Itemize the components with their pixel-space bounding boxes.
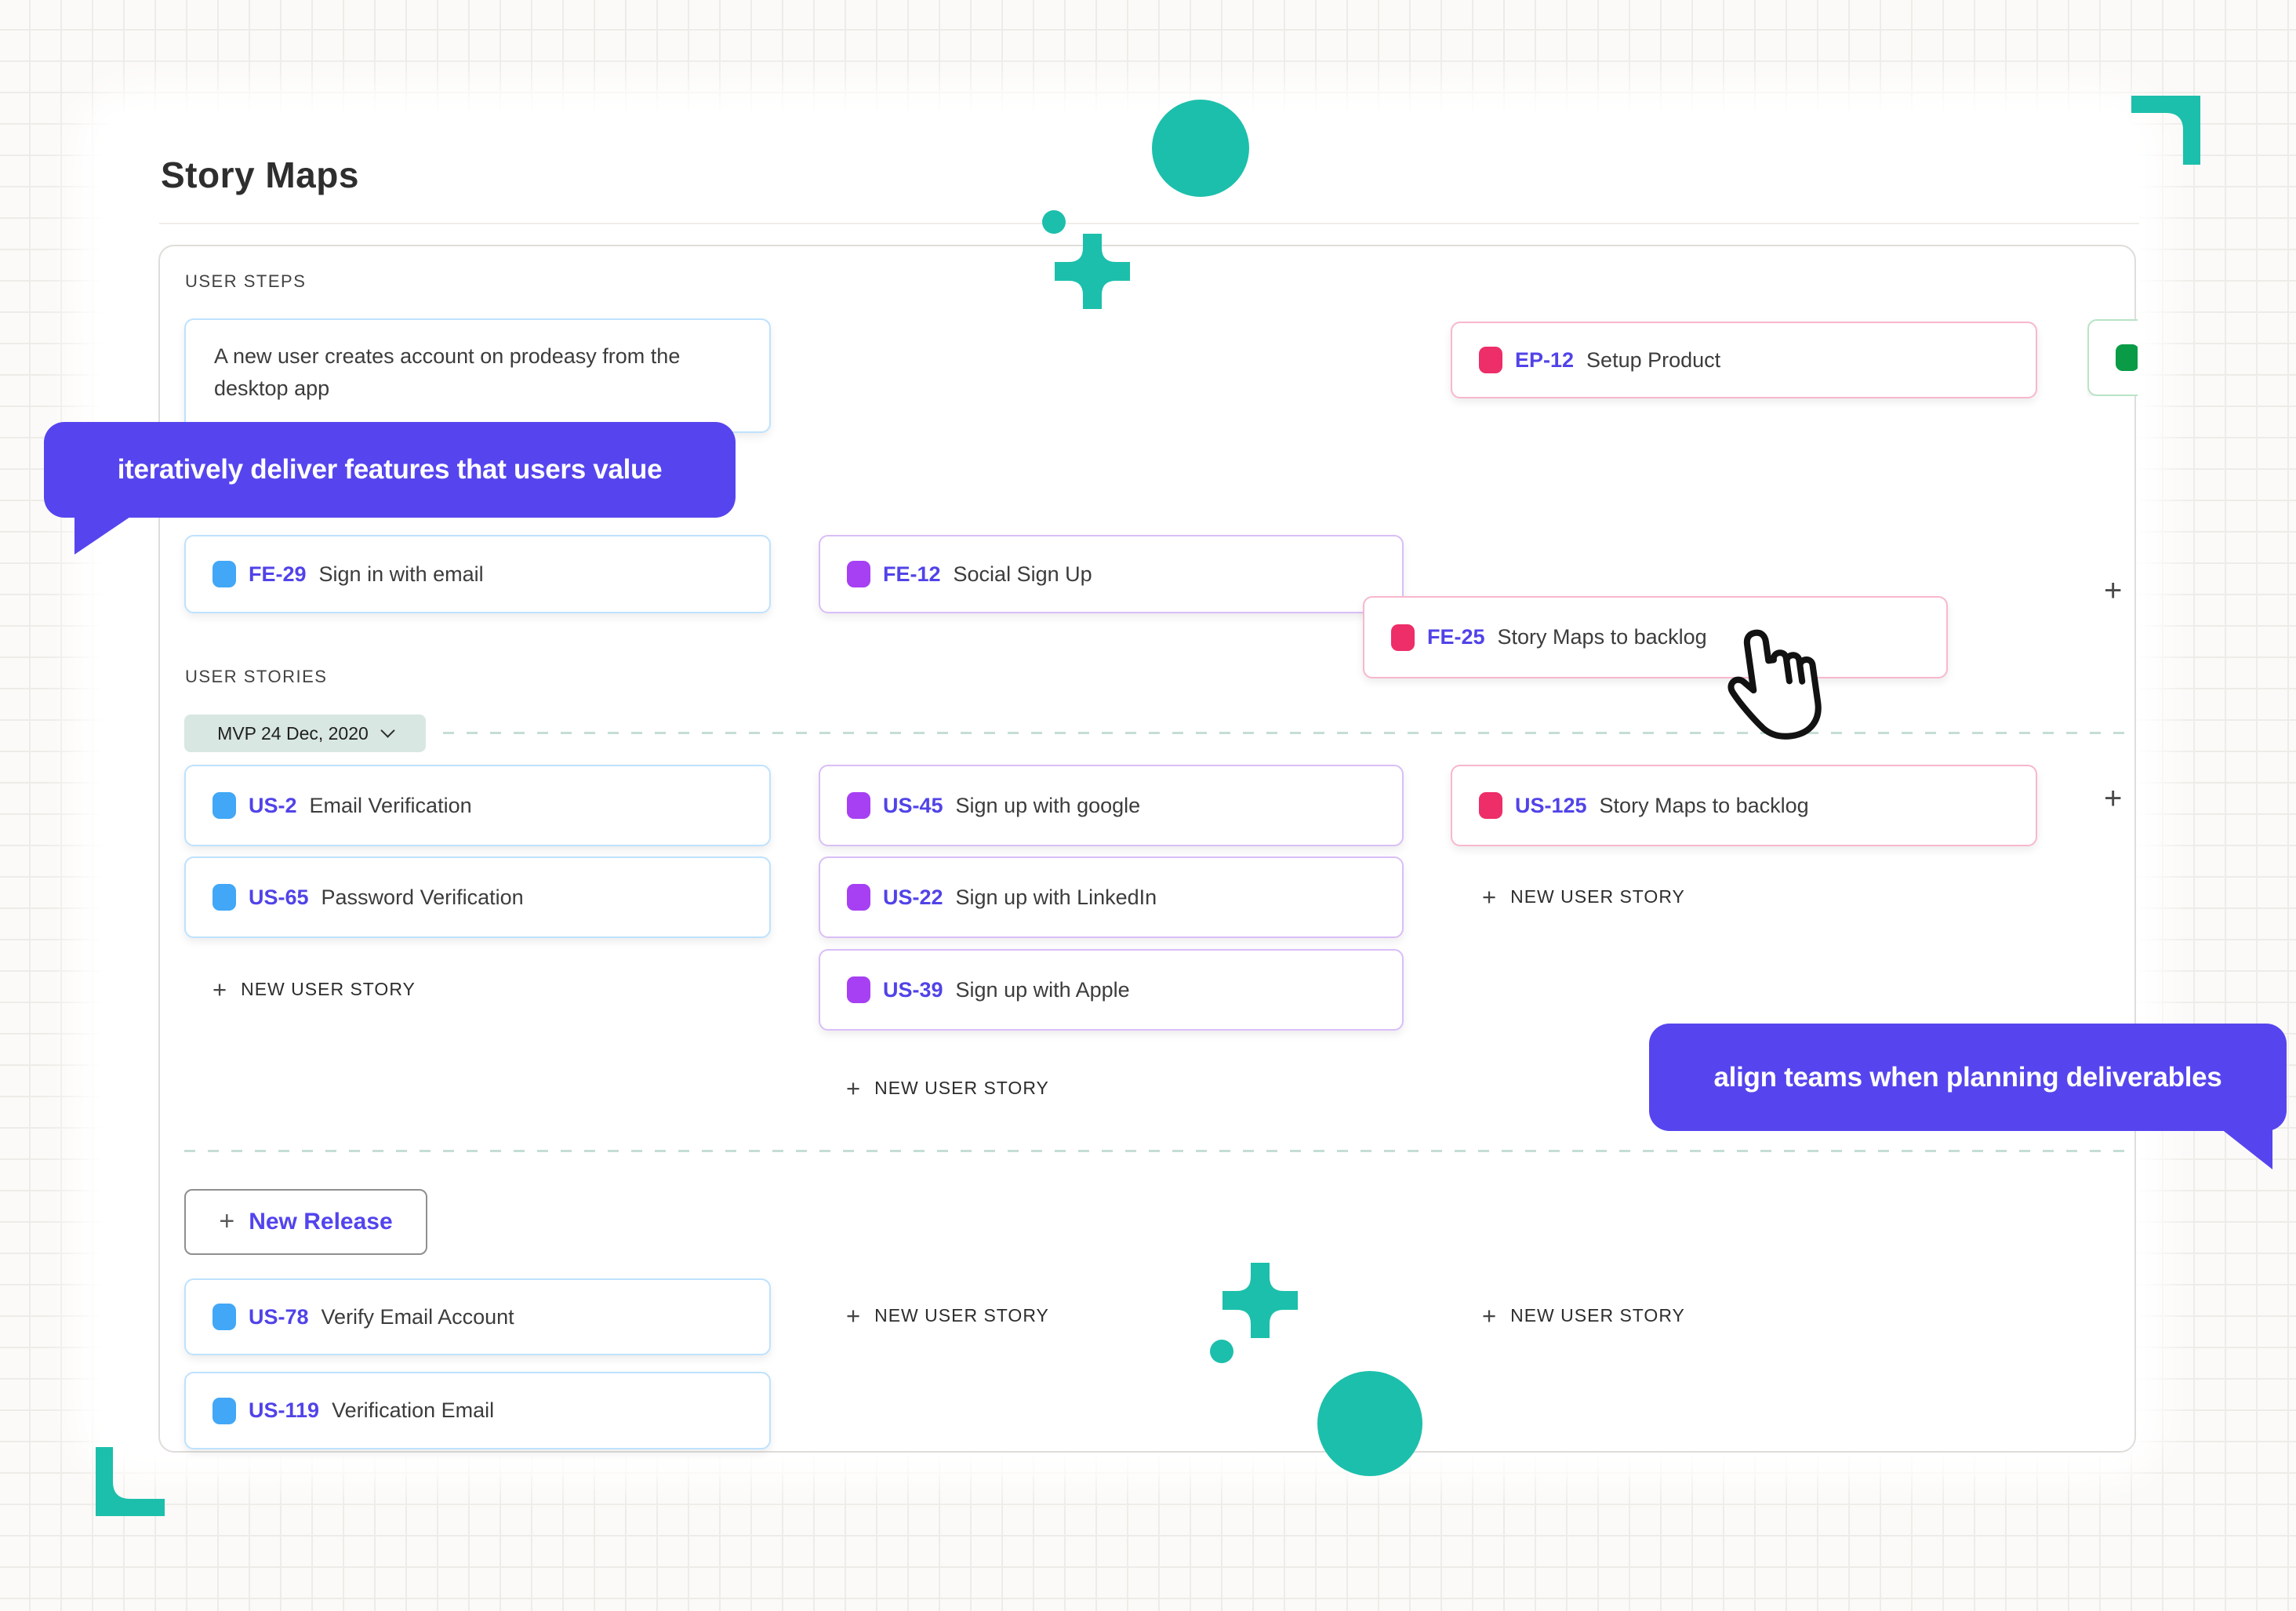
story-card-us65[interactable]: US-65 Password Verification <box>184 856 771 938</box>
card-title: Sign up with google <box>955 793 1141 817</box>
sparkle-icon <box>1055 234 1130 309</box>
card-id: US-125 <box>1515 793 1587 817</box>
corner-bracket-bottom-left <box>96 1447 165 1516</box>
story-card-us2[interactable]: US-2 Email Verification <box>184 765 771 846</box>
card-title: Email Verification <box>309 793 472 817</box>
teal-circle-decoration <box>1317 1371 1422 1476</box>
card-id: US-78 <box>249 1304 309 1329</box>
card-title: Verification Email <box>332 1398 495 1422</box>
plus-icon: + <box>219 1206 235 1236</box>
user-steps-label: USER STEPS <box>185 271 307 291</box>
feature-color-icon <box>213 561 236 587</box>
step-card-text: A new user creates account on prodeasy f… <box>214 344 681 400</box>
release-dashed-divider <box>184 1150 2134 1152</box>
release-dropdown-label: MVP 24 Dec, 2020 <box>217 722 369 744</box>
hand-pointer-cursor-icon <box>1727 629 1822 740</box>
plus-icon: + <box>1482 1302 1497 1329</box>
story-card-us45[interactable]: US-45 Sign up with google <box>819 765 1404 846</box>
card-id: FE-25 <box>1427 625 1485 649</box>
card-title: Story Maps to backlog <box>1497 625 1707 649</box>
teal-dot-decoration <box>1210 1340 1233 1363</box>
card-title: Story Maps to backlog <box>1599 793 1809 817</box>
story-card-us125[interactable]: US-125 Story Maps to backlog <box>1451 765 2037 846</box>
card-title: Verify Email Account <box>321 1304 514 1329</box>
story-color-icon <box>213 1397 236 1424</box>
card-title: Sign up with Apple <box>955 977 1130 1002</box>
new-user-story-button[interactable]: + NEW USER STORY <box>1482 883 1685 911</box>
user-stories-label: USER STORIES <box>185 667 328 686</box>
epic-color-icon <box>1479 347 1502 373</box>
story-map-board <box>158 245 2136 1453</box>
card-id: EP-12 <box>1515 347 1575 372</box>
card-id: US-2 <box>249 793 297 817</box>
add-feature-column-button[interactable]: + <box>2104 573 2123 608</box>
story-color-icon <box>1479 792 1502 819</box>
card-title: Setup Product <box>1586 347 1721 372</box>
card-id: US-22 <box>883 885 943 909</box>
corner-bracket-top-right <box>2131 96 2200 165</box>
story-color-icon <box>213 792 236 819</box>
card-title: Sign up with LinkedIn <box>955 885 1157 909</box>
plus-icon: + <box>846 1302 861 1329</box>
epic-card-truncated[interactable] <box>2087 319 2138 396</box>
callout-left: iteratively deliver features that users … <box>44 422 736 518</box>
card-id: FE-12 <box>883 562 941 586</box>
card-id: US-45 <box>883 793 943 817</box>
epic-card-ep12[interactable]: EP-12 Setup Product <box>1451 322 2037 398</box>
plus-icon: + <box>213 976 227 1003</box>
story-card-us22[interactable]: US-22 Sign up with LinkedIn <box>819 856 1404 938</box>
card-title: Password Verification <box>321 885 524 909</box>
card-title: Social Sign Up <box>953 562 1092 586</box>
callout-right: align teams when planning deliverables <box>1649 1024 2287 1131</box>
card-title: Sign in with email <box>318 562 484 586</box>
story-color-icon <box>213 1304 236 1330</box>
story-color-icon <box>847 884 870 911</box>
feature-card-fe25-dragged[interactable]: FE-25 Story Maps to backlog <box>1363 596 1948 678</box>
feature-card-fe12[interactable]: FE-12 Social Sign Up <box>819 535 1404 613</box>
title-divider <box>159 223 2139 224</box>
new-user-story-button[interactable]: + NEW USER STORY <box>846 1075 1049 1102</box>
sparkle-icon <box>1222 1263 1298 1338</box>
feature-card-fe29[interactable]: FE-29 Sign in with email <box>184 535 771 613</box>
new-user-story-button[interactable]: + NEW USER STORY <box>213 976 416 1003</box>
page-title: Story Maps <box>161 155 359 195</box>
card-id: US-119 <box>249 1398 320 1422</box>
story-card-us78[interactable]: US-78 Verify Email Account <box>184 1278 771 1355</box>
card-id: US-39 <box>883 977 943 1002</box>
story-color-icon <box>847 976 870 1003</box>
callout-left-tail <box>74 515 133 555</box>
add-story-column-button[interactable]: + <box>2104 781 2123 816</box>
new-user-story-button[interactable]: + NEW USER STORY <box>846 1302 1049 1329</box>
teal-dot-decoration <box>1042 210 1066 234</box>
feature-color-icon <box>1391 624 1415 651</box>
chevron-down-icon <box>380 723 395 738</box>
plus-icon: + <box>1482 883 1497 911</box>
story-color-icon <box>847 792 870 819</box>
card-id: FE-29 <box>249 562 307 586</box>
step-card-new-user-account[interactable]: A new user creates account on prodeasy f… <box>184 318 771 433</box>
plus-icon: + <box>846 1075 861 1102</box>
release-dropdown[interactable]: MVP 24 Dec, 2020 <box>184 715 426 752</box>
new-user-story-button[interactable]: + NEW USER STORY <box>1482 1302 1685 1329</box>
epic-color-icon <box>2116 344 2138 371</box>
new-release-button[interactable]: + New Release <box>184 1189 427 1255</box>
card-id: US-65 <box>249 885 309 909</box>
teal-circle-decoration <box>1152 100 1249 197</box>
release-dashed-divider <box>443 732 2134 734</box>
story-card-us119[interactable]: US-119 Verification Email <box>184 1372 771 1449</box>
callout-right-tail <box>2221 1129 2272 1169</box>
story-color-icon <box>213 884 236 911</box>
story-card-us39[interactable]: US-39 Sign up with Apple <box>819 949 1404 1031</box>
feature-color-icon <box>847 561 870 587</box>
